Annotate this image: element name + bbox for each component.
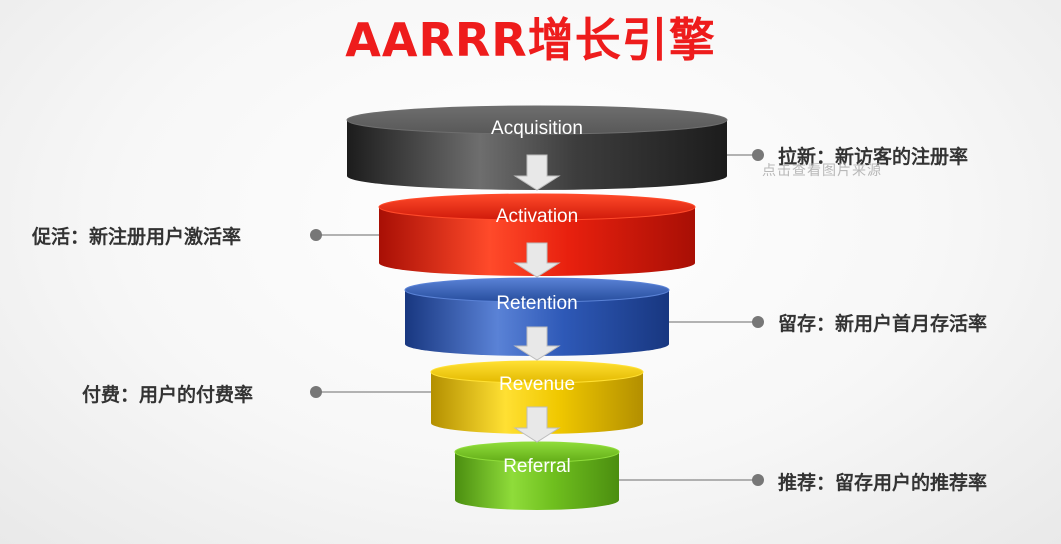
activation-disc-top	[378, 193, 696, 221]
revenue-description: 付费：用户的付费率	[82, 384, 254, 406]
referral-label: Referral	[503, 456, 571, 477]
activation-disc	[379, 207, 695, 276]
down-arrow-icon	[513, 242, 561, 278]
referral-connector-dot	[752, 474, 764, 486]
down-arrow-icon	[513, 326, 561, 361]
page-title: AARRR增长引擎	[345, 13, 716, 67]
retention-connector-dot	[752, 316, 764, 328]
acquisition-label: Acquisition	[491, 118, 583, 139]
retention-disc-top	[404, 277, 670, 303]
revenue-disc	[431, 372, 643, 434]
revenue-connector-dot	[310, 386, 322, 398]
retention-description: 留存：新用户首月存活率	[778, 313, 988, 335]
revenue-label: Revenue	[499, 374, 575, 395]
revenue-disc-top	[430, 360, 644, 384]
activation-connector-dot	[310, 229, 322, 241]
acquisition-connector-dot	[752, 149, 764, 161]
referral-disc	[455, 452, 619, 510]
acquisition-description: 拉新：新访客的注册率	[778, 146, 969, 168]
activation-label: Activation	[496, 206, 578, 227]
down-arrow-icon	[513, 154, 561, 191]
down-arrow-icon	[513, 406, 561, 443]
activation-description: 促活：新注册用户激活率	[32, 226, 242, 248]
retention-label: Retention	[496, 293, 577, 314]
retention-disc	[405, 290, 669, 356]
referral-description: 推荐：留存用户的推荐率	[778, 472, 988, 494]
acquisition-disc-top	[346, 105, 728, 135]
watermark-text: 点击查看图片来源	[762, 163, 882, 179]
